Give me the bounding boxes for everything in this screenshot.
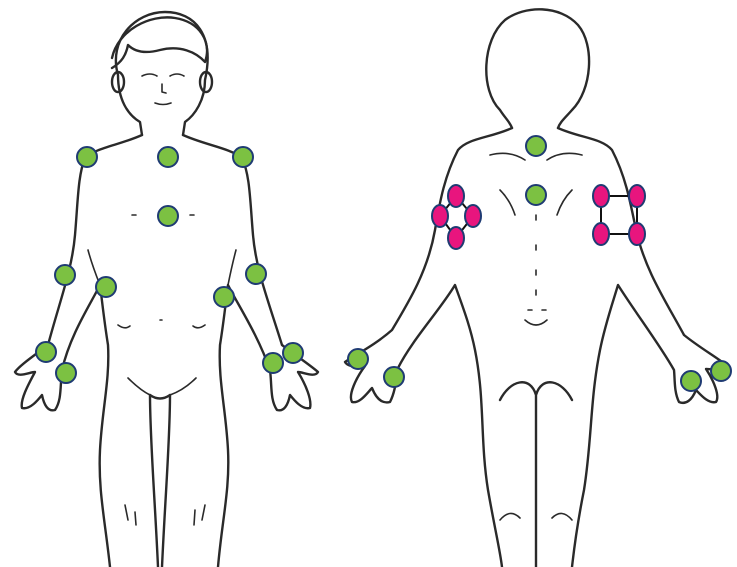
front-left-eye (142, 74, 157, 76)
front-right-hand-sensor-dot (263, 353, 283, 373)
front-nose (162, 84, 166, 93)
back-right-hand-sensor-dot (681, 371, 701, 391)
front-hair (112, 17, 207, 68)
right-arm-electrode-top-right-dot (629, 185, 645, 207)
back-buttocks (500, 382, 572, 567)
front-right-shoulder-sensor-dot (233, 147, 253, 167)
front-chest-sensor-dot (158, 206, 178, 226)
front-right-wrist-sensor-dot (283, 343, 303, 363)
left-arm-electrode-right-dot (465, 205, 481, 227)
back-right-wrist-sensor-dot (711, 361, 731, 381)
back-head-outline (486, 9, 589, 128)
front-chest-marks (118, 215, 205, 395)
front-left-inner-arm-sensor-dot (96, 277, 116, 297)
back-body-figure (345, 9, 726, 567)
front-neck-sensor-dot (158, 147, 178, 167)
front-body-figure (15, 12, 318, 567)
front-left-upper-arm-sensor-dot (55, 265, 75, 285)
front-left-hand-sensor-dot (56, 363, 76, 383)
right-arm-electrode-bottom-right-dot (629, 223, 645, 245)
front-left-shoulder-sensor-dot (77, 147, 97, 167)
back-upper-spine-sensor-dot (526, 136, 546, 156)
front-right-inner-arm-sensor-dot (214, 287, 234, 307)
front-legs (150, 395, 170, 567)
left-arm-electrode-left-dot (432, 205, 448, 227)
front-left-wrist-sensor-dot (36, 342, 56, 362)
sensor-markers (36, 136, 731, 391)
front-mouth (155, 103, 171, 105)
right-arm-electrode-top-left-dot (593, 185, 609, 207)
left-arm-electrode-bottom-dot (448, 227, 464, 249)
back-mid-spine-sensor-dot (526, 185, 546, 205)
front-right-eye (170, 74, 184, 76)
right-arm-electrode-bottom-left-dot (593, 223, 609, 245)
front-right-upper-arm-sensor-dot (246, 264, 266, 284)
left-arm-electrode-top-dot (448, 185, 464, 207)
back-left-wrist-sensor-dot (348, 349, 368, 369)
back-spine-marks (490, 153, 582, 325)
back-left-hand-sensor-dot (384, 367, 404, 387)
